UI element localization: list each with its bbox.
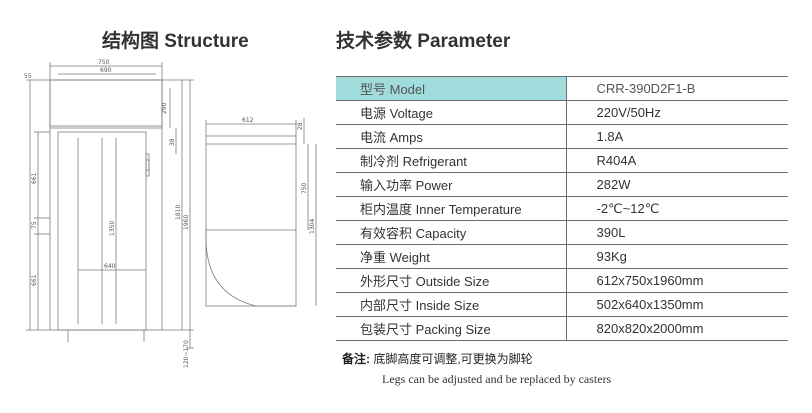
param-value: 390L (565, 220, 788, 245)
dim-38: 38 (169, 138, 176, 146)
param-label: 制冷剂 Refrigerant (336, 148, 566, 173)
param-value: 93Kg (565, 244, 788, 269)
parameter-title: 技术参数 Parameter (336, 31, 511, 52)
dim-290: 290 (161, 102, 168, 114)
front-door (57, 131, 147, 331)
param-value: -2℃~12℃ (565, 196, 788, 221)
front-side-latch (145, 159, 150, 171)
table-row: 净重 Weight 93Kg (336, 244, 788, 269)
param-value: CRR-390D2F1-B (565, 76, 788, 101)
param-label: 电源 Voltage (336, 100, 566, 125)
dim-661-lower: 661 (31, 274, 38, 286)
note-cn: 备注: 底脚高度可调整,可更换为脚轮 (342, 350, 533, 367)
table-row: 柜内温度 Inner Temperature -2℃~12℃ (336, 196, 788, 221)
table-row: 制冷剂 Refrigerant R404A (336, 148, 788, 173)
note-text-en: Legs can be adjusted and be replaced by … (382, 372, 612, 386)
param-label: 输入功率 Power (336, 172, 566, 197)
dim-28: 28 (297, 122, 304, 130)
dim-legs: 120~170 (183, 340, 190, 368)
table-row: 电流 Amps 1.8A (336, 124, 788, 149)
param-label: 型号 Model (336, 76, 566, 101)
dim-612: 612 (242, 117, 254, 124)
table-row: 型号 Model CRR-390D2F1-B (336, 76, 788, 101)
param-label: 外形尺寸 Outside Size (336, 268, 566, 293)
note-text-cn: 底脚高度可调整,可更换为脚轮 (373, 352, 533, 366)
structure-title: 结构图 Structure (102, 31, 249, 52)
param-value: 282W (565, 172, 788, 197)
param-value: 502x640x1350mm (565, 292, 788, 317)
dim-75: 75 (31, 221, 38, 229)
param-label: 有效容积 Capacity (336, 220, 566, 245)
dim-1810: 1810 (175, 205, 182, 220)
front-top-panel (49, 79, 163, 127)
note-label: 备注: (342, 352, 370, 366)
param-value: R404A (565, 148, 788, 173)
table-row: 包装尺寸 Packing Size 820x820x2000mm (336, 316, 788, 341)
param-label: 净重 Weight (336, 244, 566, 269)
dim-640: 640 (104, 263, 116, 270)
table-row: 有效容积 Capacity 390L (336, 220, 788, 245)
parameter-table: 型号 Model CRR-390D2F1-B 电源 Voltage 220V/5… (336, 76, 788, 341)
dim-55: 55 (24, 73, 32, 80)
table-row: 电源 Voltage 220V/50Hz (336, 100, 788, 125)
dim-690: 690 (100, 67, 112, 74)
param-label: 内部尺寸 Inside Size (336, 292, 566, 317)
front-handle (145, 153, 150, 177)
structure-drawing: 750 690 55 290 38 661 75 661 1350 640 18… (24, 59, 317, 368)
param-value: 220V/50Hz (565, 100, 788, 125)
param-label: 包装尺寸 Packing Size (336, 316, 566, 341)
dim-1960: 1960 (183, 215, 190, 230)
dim-1304: 1304 (309, 219, 316, 234)
table-row: 内部尺寸 Inside Size 502x640x1350mm (336, 292, 788, 317)
front-cabinet-outline (49, 79, 163, 331)
table-row: 外形尺寸 Outside Size 612x750x1960mm (336, 268, 788, 293)
param-value: 612x750x1960mm (565, 268, 788, 293)
dim-661-upper: 661 (31, 172, 38, 184)
dim-1350: 1350 (109, 221, 116, 236)
dim-750-front: 750 (98, 59, 110, 66)
param-label: 电流 Amps (336, 124, 566, 149)
param-value: 820x820x2000mm (565, 316, 788, 341)
param-label: 柜内温度 Inner Temperature (336, 196, 566, 221)
param-value: 1.8A (565, 124, 788, 149)
side-cabinet-outline (205, 135, 297, 307)
side-door-curve (205, 230, 296, 307)
dim-750-side: 750 (301, 182, 308, 194)
table-row: 输入功率 Power 282W (336, 172, 788, 197)
